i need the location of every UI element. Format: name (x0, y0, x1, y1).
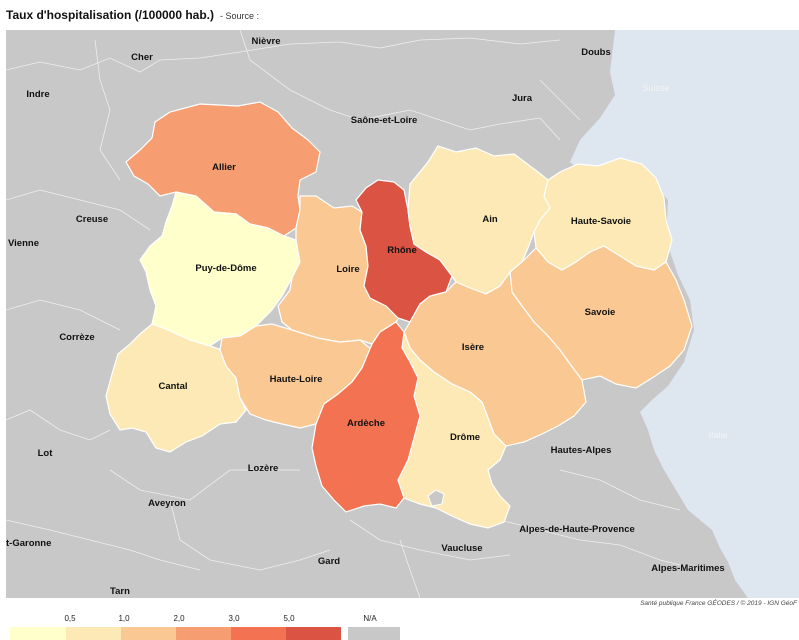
map-legend: 0,5 1,0 2,0 3,0 5,0 N/A (6, 614, 426, 640)
legend-tick-3: 2,0 (173, 614, 185, 623)
label-haute-loire: Haute-Loire (270, 374, 323, 385)
map-header: Taux d'hospitalisation (/100000 hab.) - … (6, 8, 259, 26)
label-hautes-alpes: Hautes-Alpes (551, 445, 612, 456)
label-aveyron: Aveyron (148, 498, 186, 509)
label-savoie: Savoie (585, 307, 616, 318)
label-ain: Ain (482, 214, 498, 225)
enclave-vaucluse (427, 489, 445, 507)
label-alpes-de-haute-provence: Alpes-de-Haute-Provence (519, 524, 635, 535)
label-lot: Lot (38, 448, 54, 459)
label-rhone: Rhône (387, 245, 417, 256)
label-loire: Loire (336, 264, 359, 275)
label-vienne: Vienne (8, 238, 39, 249)
legend-na-label: N/A (363, 614, 377, 623)
map-credit: Santé publique France GÉODES / © 2019 - … (640, 600, 797, 607)
label-italie: Italie (708, 430, 727, 440)
label-lozere: Lozère (248, 463, 279, 474)
label-allier: Allier (212, 162, 236, 173)
map-source: - Source : (220, 11, 260, 21)
legend-tick-4: 3,0 (228, 614, 240, 623)
label-indre: Indre (26, 89, 49, 100)
label-gard: Gard (318, 556, 340, 567)
label-tarn-et-garonne: t-Garonne (6, 538, 51, 549)
label-tarn: Tarn (110, 586, 130, 597)
dept-ardeche[interactable] (311, 321, 421, 513)
label-cantal: Cantal (158, 381, 187, 392)
label-drome: Drôme (450, 432, 480, 443)
label-vaucluse: Vaucluse (441, 543, 482, 554)
legend-swatch-na (348, 627, 400, 640)
outer-department-borders (6, 30, 701, 598)
label-nievre: Nièvre (251, 36, 280, 47)
legend-swatch-class2 (66, 627, 121, 640)
legend-swatch-class5 (231, 627, 286, 640)
label-jura: Jura (512, 93, 533, 104)
legend-swatch-class6 (286, 627, 341, 640)
dept-allier[interactable] (125, 101, 321, 237)
label-doubs: Doubs (581, 47, 611, 58)
label-isere: Isère (462, 342, 484, 353)
dept-ain[interactable] (407, 145, 551, 295)
label-haute-savoie: Haute-Savoie (571, 216, 631, 227)
region-departments (105, 101, 693, 529)
label-suisse: Suisse (642, 83, 669, 93)
legend-tick-2: 1,0 (118, 614, 130, 623)
label-cher: Cher (131, 52, 153, 63)
legend-tick-5: 5,0 (283, 614, 295, 623)
label-saone-et-loire: Saône-et-Loire (351, 115, 418, 126)
legend-swatch-class4 (176, 627, 231, 640)
legend-tick-1: 0,5 (64, 614, 76, 623)
foreign-territory (570, 30, 799, 598)
label-alpes-maritimes: Alpes-Maritimes (651, 563, 724, 574)
label-puy-de-dome: Puy-de-Dôme (195, 263, 256, 274)
legend-swatch-class1 (10, 627, 66, 640)
map-title: Taux d'hospitalisation (/100000 hab.) (6, 8, 215, 22)
label-ardeche: Ardèche (347, 418, 385, 429)
label-creuse: Creuse (76, 214, 108, 225)
choropleth-map[interactable]: Allier Puy-de-Dôme Cantal Haute-Loire Lo… (6, 30, 799, 598)
legend-swatch-class3 (121, 627, 176, 640)
label-correze: Corrèze (59, 332, 94, 343)
